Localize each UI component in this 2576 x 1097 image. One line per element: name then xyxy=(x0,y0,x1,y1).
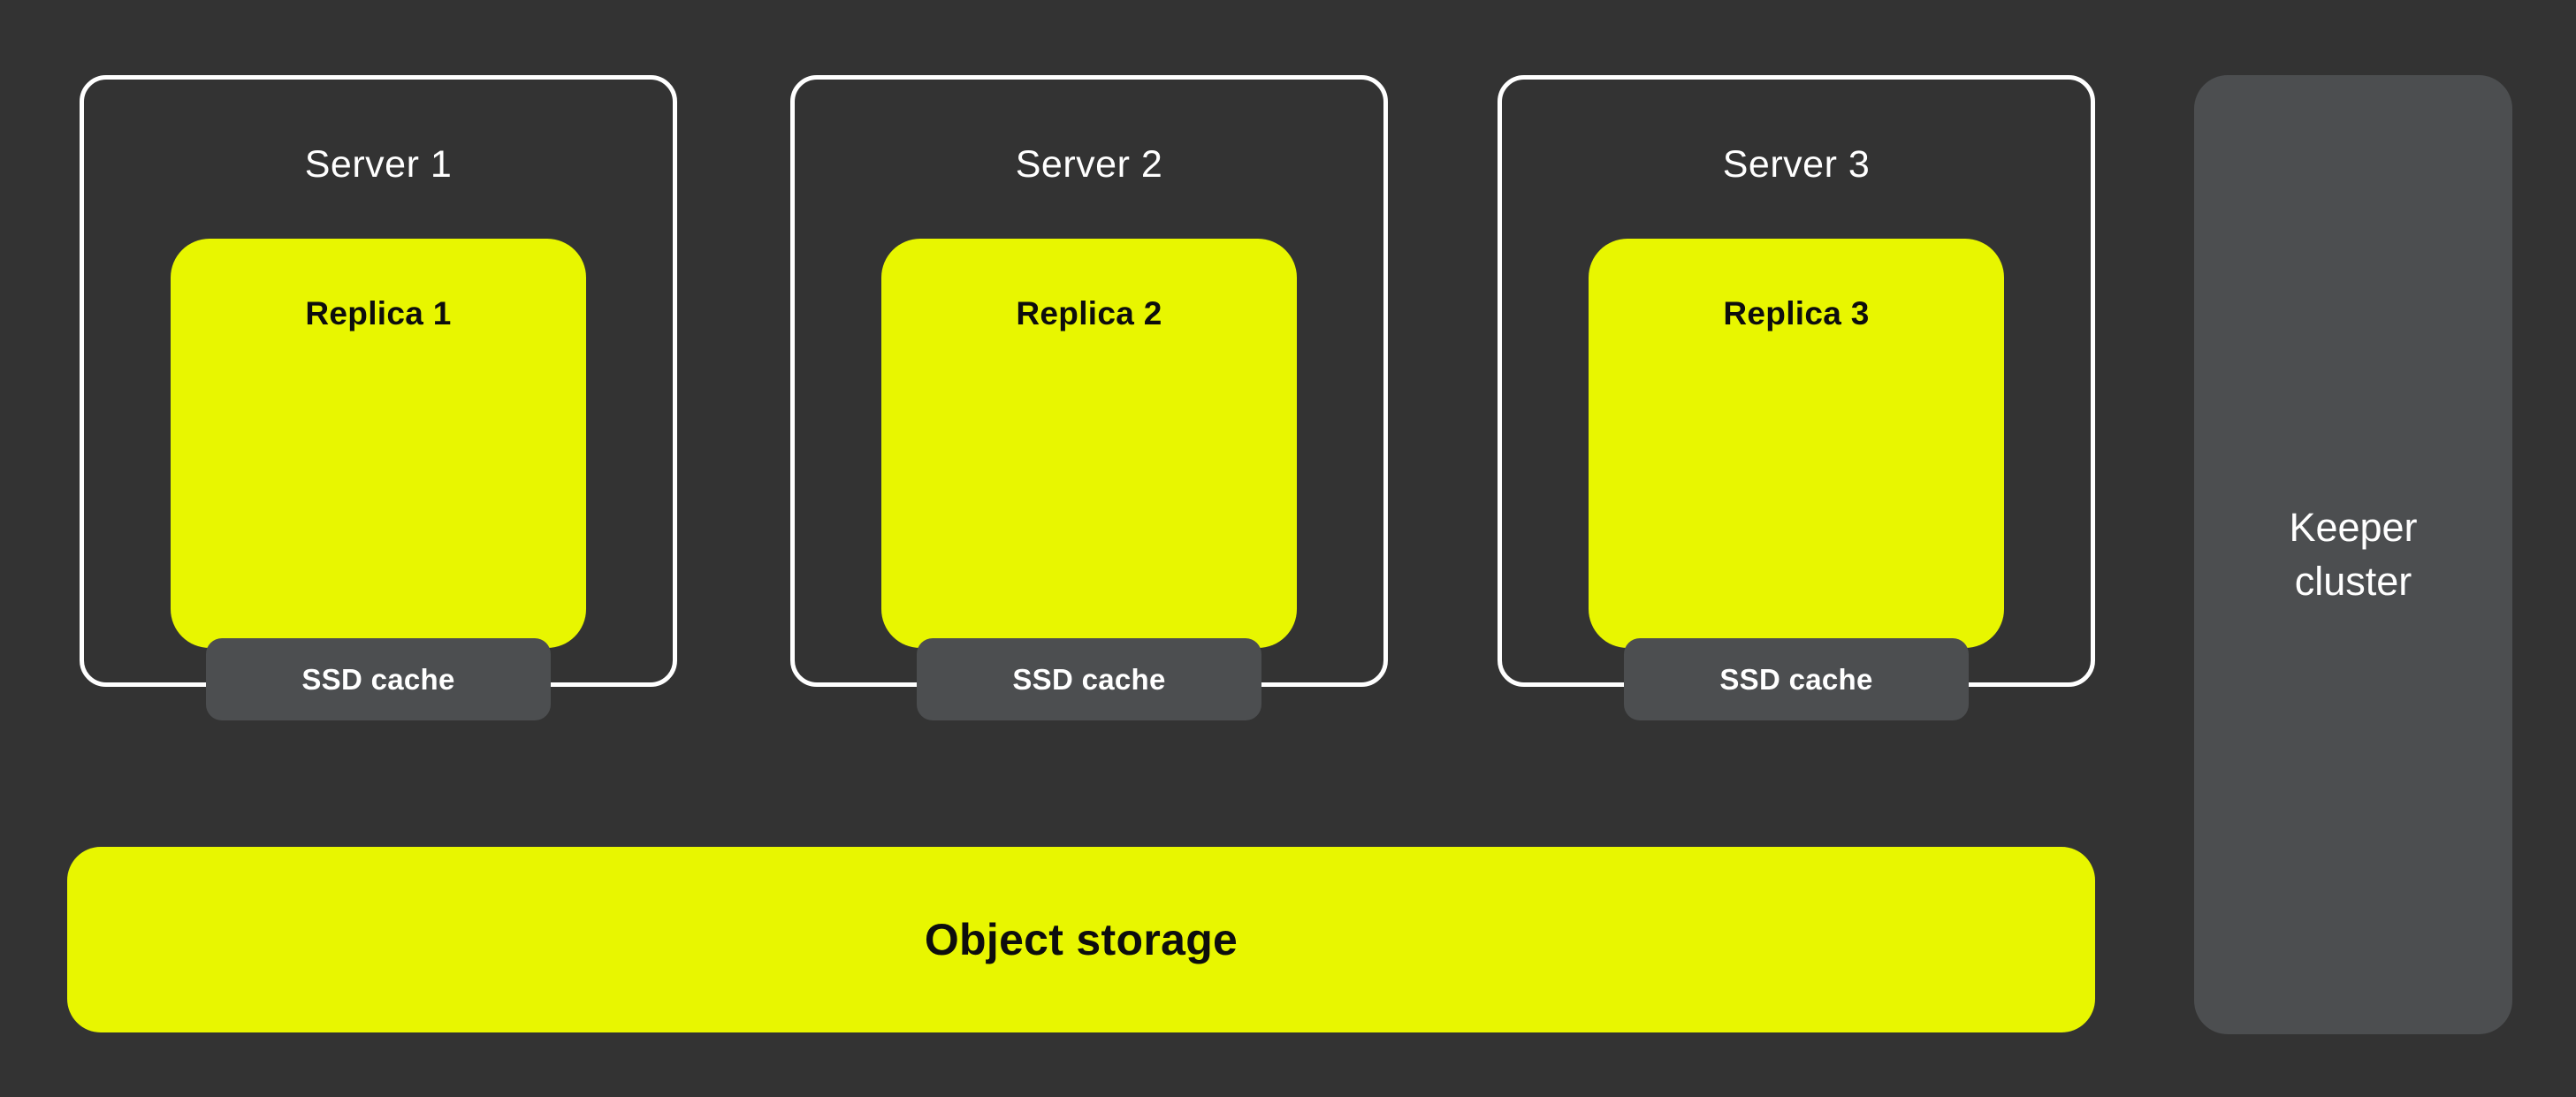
ssd-cache-2-label: SSD cache xyxy=(1012,662,1166,696)
ssd-cache-3-label: SSD cache xyxy=(1719,662,1873,696)
object-storage-label: Object storage xyxy=(924,915,1238,964)
replica-3-label: Replica 3 xyxy=(1723,295,1870,331)
server-3-title: Server 3 xyxy=(1722,143,1871,186)
ssd-cache-1-box: SSD cache xyxy=(206,638,551,720)
server-2-box: Server 2 Replica 2 SSD cache xyxy=(790,75,1388,720)
object-storage-box: Object storage xyxy=(67,847,2095,1032)
ssd-cache-2-box: SSD cache xyxy=(917,638,1261,720)
replica-3-box: Replica 3 xyxy=(1589,239,2004,648)
keeper-cluster-box: Keeper cluster xyxy=(2194,75,2512,1034)
server-2-title: Server 2 xyxy=(1015,143,1163,186)
server-1-title: Server 1 xyxy=(304,143,453,186)
replica-1-label: Replica 1 xyxy=(305,295,452,331)
server-3-box: Server 3 Replica 3 SSD cache xyxy=(1498,75,2095,720)
keeper-cluster-label: Keeper cluster xyxy=(2289,504,2418,604)
replica-2-box: Replica 2 xyxy=(881,239,1297,648)
replica-1-box: Replica 1 xyxy=(171,239,586,648)
ssd-cache-1-label: SSD cache xyxy=(301,662,455,696)
server-1-box: Server 1 Replica 1 SSD cache xyxy=(80,75,677,720)
replica-2-label: Replica 2 xyxy=(1016,295,1162,331)
ssd-cache-3-box: SSD cache xyxy=(1624,638,1969,720)
